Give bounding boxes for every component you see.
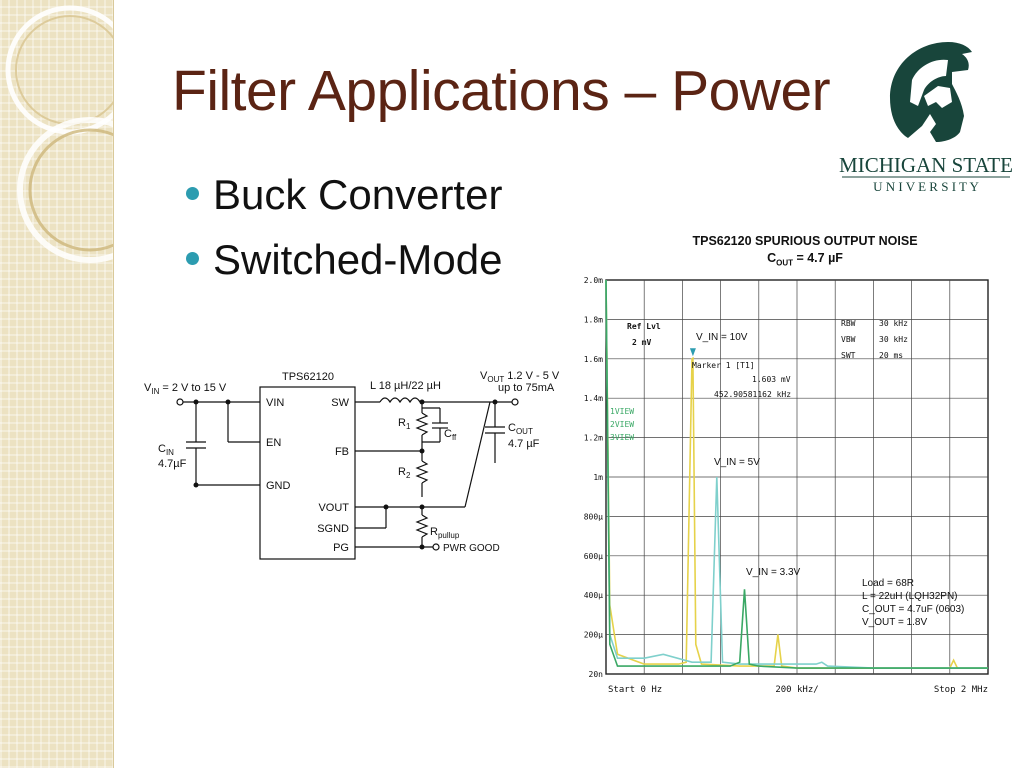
pin-label: EN	[266, 437, 281, 449]
setting-value: 30 kHz	[879, 335, 908, 344]
series-line-3	[605, 279, 988, 669]
slide-title: Filter Applications – Power	[172, 59, 831, 123]
decorative-sidebar	[0, 0, 114, 768]
r2-label: R2	[398, 466, 411, 480]
bullet-item: Switched-Mode	[186, 236, 502, 284]
spectrum-chart: 2.0m 1.8m 1.6m 1.4m 1.2m 1m 800µ 600µ 400µ 200µ 20…	[584, 276, 989, 695]
r1-label: R1	[398, 417, 411, 431]
y-tick-label: 800µ	[584, 512, 603, 521]
cin-label: CIN	[158, 443, 174, 457]
logo-name: MICHIGAN STATE	[839, 153, 1013, 177]
bullet-dot	[186, 252, 199, 265]
bullet-text: Buck Converter	[213, 171, 503, 218]
condition-label: C_OUT = 4.7uF (0603)	[862, 604, 964, 615]
setting-name: RBW	[841, 319, 856, 328]
pin-label: SW	[331, 397, 349, 409]
marker-value: 1.603 mV	[752, 375, 791, 384]
bullet-dot	[186, 187, 199, 200]
x-tick-label: 200 kHz/	[775, 685, 818, 695]
y-tick-label: 1.2m	[584, 434, 603, 443]
setting-value: 30 kHz	[879, 319, 908, 328]
pin-label: SGND	[317, 523, 349, 535]
bullet-item: Buck Converter	[186, 171, 502, 219]
bullet-text: Switched-Mode	[213, 236, 503, 283]
y-tick-labels: 2.0m 1.8m 1.6m 1.4m 1.2m 1m 800µ 600µ 400µ 200µ 20…	[584, 276, 603, 679]
msu-logo: MICHIGAN STATE U N I V E R S I T Y	[839, 42, 1013, 194]
ref-level-label: Ref Lvl	[627, 322, 661, 331]
cff-label: Cff	[444, 428, 457, 442]
pwr-good-label: PWR GOOD	[443, 543, 500, 554]
cout-value: 4.7 µF	[508, 438, 540, 450]
y-tick-label: 1m	[593, 473, 603, 482]
marker-frequency: 452.90581162 kHz	[714, 390, 791, 399]
spartan-helmet-icon	[890, 42, 972, 142]
cout-label: COUT	[508, 422, 533, 436]
series-label: V_IN = 10V	[696, 332, 748, 343]
condition-label: Load = 68R	[862, 578, 914, 589]
chip-label: TPS62120	[282, 371, 334, 383]
y-tick-label: 1.4m	[584, 394, 603, 403]
pin-label: VIN	[266, 397, 284, 409]
ref-level-value: 2 mV	[632, 338, 651, 347]
vin-label: VIN= 2 V to 15 V	[144, 382, 227, 396]
pin-label: VOUT	[318, 502, 349, 514]
y-tick-label: 2.0m	[584, 276, 603, 285]
cin-value: 4.7µF	[158, 458, 187, 470]
decorative-rings	[5, 5, 113, 263]
chart-title-block: TPS62120 SPURIOUS OUTPUT NOISE COUT = 4.…	[660, 233, 950, 272]
y-tick-label: 1.8m	[584, 315, 603, 324]
chart-traces	[605, 279, 988, 669]
pin-label: FB	[335, 446, 349, 458]
y-tick-label: 400µ	[584, 591, 603, 600]
rpullup-label: Rpullup	[430, 526, 460, 540]
y-tick-label: 600µ	[584, 552, 603, 561]
buck-converter-schematic: TPS62120 VIN EN GND SW FB VOUT SGND PG V…	[144, 370, 560, 560]
view-label: 3VIEW	[610, 433, 634, 442]
chart-title: TPS62120 SPURIOUS OUTPUT NOISE	[692, 234, 918, 248]
setting-name: SWT	[841, 351, 856, 360]
view-label: 2VIEW	[610, 420, 634, 429]
x-tick-labels: Start 0 Hz 200 kHz/Stop 2 MHz	[608, 685, 988, 695]
y-tick-label: 1.6m	[584, 355, 603, 364]
series-line-2	[605, 279, 988, 669]
series-label: V_IN = 5V	[714, 457, 760, 468]
chart-subtitle: COUT = 4.7 µF	[767, 251, 843, 268]
condition-label: L = 22uH (LQH32PN)	[862, 591, 958, 602]
pin-label: GND	[266, 480, 291, 492]
x-tick-label: Stop 2 MHz	[934, 685, 988, 695]
inductor-label: L 18 µH/22 µH	[370, 380, 441, 392]
vout-current: up to 75mA	[498, 382, 555, 394]
y-tick-label: 20n	[589, 670, 604, 679]
view-label: 1VIEW	[610, 407, 634, 416]
marker-label: Marker 1 [T1]	[692, 361, 755, 370]
setting-name: VBW	[841, 335, 856, 344]
x-tick-label: Start 0 Hz	[608, 685, 662, 695]
y-tick-label: 200µ	[584, 631, 603, 640]
series-label: V_IN = 3.3V	[746, 567, 801, 578]
pin-label: PG	[333, 542, 349, 554]
condition-label: V_OUT = 1.8V	[862, 617, 927, 628]
logo-sub: U N I V E R S I T Y	[873, 179, 979, 194]
marker-arrow	[689, 348, 696, 357]
chart-grid	[605, 279, 989, 675]
setting-value: 20 ms	[879, 351, 903, 360]
